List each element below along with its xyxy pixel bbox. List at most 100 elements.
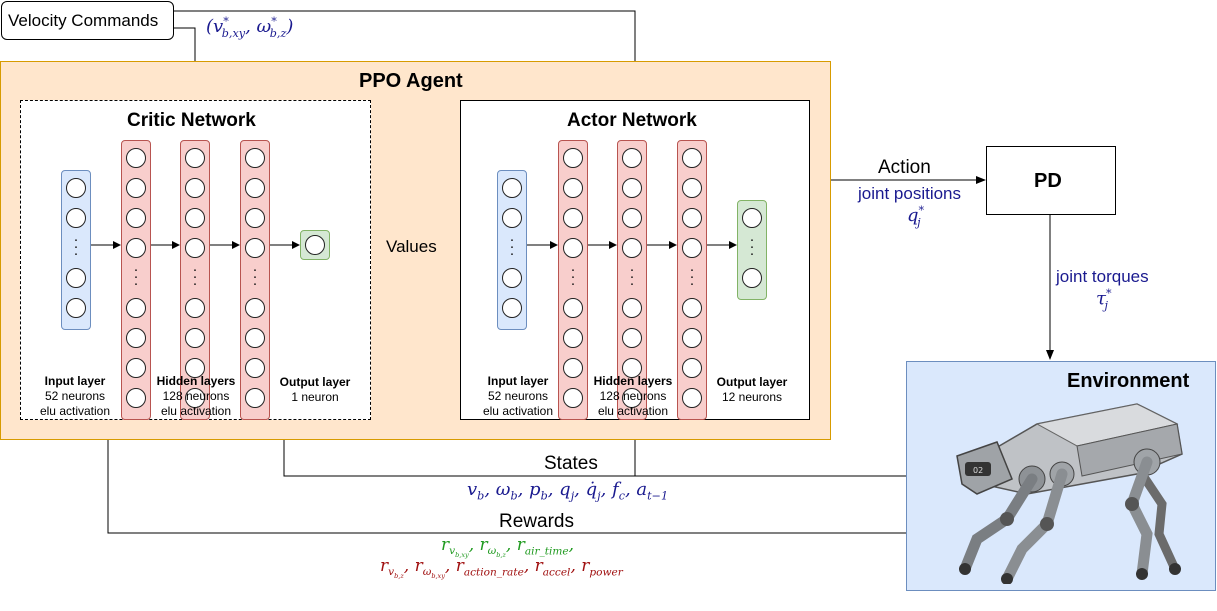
pd-label: PD [1034,170,1062,192]
actor-input-layer-label: Input layer 52 neurons elu activation [478,374,558,419]
critic-hidden3-neuron [245,388,265,408]
actor-input-neuron [502,268,522,288]
rewards-label: Rewards [499,511,574,532]
critic-hidden2-neuron [185,388,205,408]
actor-hidden1-neuron [563,358,583,378]
quadruped-robot-icon: 02 [956,403,1183,584]
actor-hidden3-neuron [682,178,702,198]
critic-input-neuron [66,208,86,228]
actor-layer-arrow [647,241,677,249]
actor-hidden1-neuron [563,328,583,348]
actor-hidden2-neuron [622,358,642,378]
actor-hidden3-neuron [682,148,702,168]
critic-hidden3-neuron [245,328,265,348]
critic-layer-arrow [151,241,180,249]
critic-hidden3-neuron [245,178,265,198]
critic-input-layer-label: Input layer 52 neurons elu activation [35,374,115,419]
critic-hidden3-neuron [245,208,265,228]
rewards-arrow [104,421,906,534]
critic-hidden1-neuron [126,238,146,258]
actor-input-neuron [502,178,522,198]
critic-hidden-layers-neurons: 128 neurons [162,389,230,403]
actor-input-neuron [502,208,522,228]
svg-text:02: 02 [973,466,983,475]
critic-input-neuron [66,178,86,198]
actor-hidden-layers-activation: elu activation [597,404,669,418]
environment-title: Environment [1067,370,1190,392]
actor-hidden1-neuron [563,298,583,318]
critic-hidden1-neuron [126,358,146,378]
rewards-negative-symbol: rvb,z, rωb,xy, raction_rate, raccel, rpo… [380,556,623,581]
critic-hidden2-neuron [185,178,205,198]
actor-output-ellipsis: ··· [749,231,755,262]
environment-box: Environment 02 [906,361,1216,591]
actor-hidden3-neuron [682,238,702,258]
torques-symbol: τ*j [1096,287,1112,312]
actor-hidden1-ellipsis: ··· [570,261,576,292]
torques-description: joint torques [1056,267,1149,286]
actor-hidden3-neuron [682,208,702,228]
actor-hidden-layers-neurons: 128 neurons [599,389,667,403]
critic-hidden2-neuron [185,238,205,258]
critic-input-layer-neurons: 52 neurons [44,389,106,403]
critic-hidden3-ellipsis: ··· [252,261,258,292]
actor-output-neuron [742,268,762,288]
critic-hidden2-neuron [185,148,205,168]
actor-hidden3-ellipsis: ··· [689,261,695,292]
actor-input-ellipsis: ··· [509,231,515,262]
actor-layer-arrow [707,241,737,249]
action-symbol: q*j [907,204,925,229]
critic-hidden2-neuron [185,208,205,228]
actor-output-layer-title: Output layer [716,375,788,389]
values-label: Values [386,237,437,256]
actor-hidden3-neuron [682,328,702,348]
critic-hidden-layers-activation: elu activation [160,404,232,418]
ppo-agent-title: PPO Agent [359,70,463,92]
critic-hidden3-neuron [245,298,265,318]
critic-layer-arrow [270,241,300,249]
critic-hidden1-neuron [126,208,146,228]
actor-hidden-layers-label: Hidden layers 128 neurons elu activation [583,374,683,419]
states-line [280,421,906,477]
critic-hidden1-ellipsis: ··· [133,261,139,292]
actor-hidden2-neuron [622,298,642,318]
actor-hidden2-ellipsis: ··· [629,261,635,292]
velocity-commands-box: Velocity Commands [1,1,174,40]
actor-output-neuron [742,208,762,228]
actor-hidden-layers-title: Hidden layers [593,374,673,388]
actor-hidden3-neuron [682,298,702,318]
action-description: joint positions [858,184,962,203]
actor-layer-arrow [527,241,558,249]
actor-hidden2-neuron [622,208,642,228]
actor-hidden3-neuron [682,388,702,408]
critic-hidden-layers-label: Hidden layers 128 neurons elu activation [146,374,246,419]
critic-network-title: Critic Network [127,110,256,131]
critic-input-layer-activation: elu activation [39,404,111,418]
actor-input-layer-neurons: 52 neurons [487,389,549,403]
actor-hidden1-neuron [563,148,583,168]
actor-hidden1-neuron [563,238,583,258]
velocity-commands-label: Velocity Commands [8,11,159,30]
actor-hidden1-neuron [563,178,583,198]
critic-hidden1-neuron [126,178,146,198]
actor-input-neuron [502,298,522,318]
states-label: States [544,453,598,474]
critic-input-neuron [66,298,86,318]
actor-hidden2-neuron [622,238,642,258]
velocity-commands-symbol: (v*b,xy, ω*b,z) [206,15,294,40]
critic-hidden-layers-title: Hidden layers [156,374,236,388]
critic-output-layer-neurons: 1 neuron [291,390,339,404]
actor-output-layer-label: Output layer 12 neurons [712,375,792,405]
critic-layer-arrow [91,241,121,249]
actor-layer-arrow [588,241,617,249]
critic-input-neuron [66,268,86,288]
actor-hidden2-neuron [622,148,642,168]
critic-layer-arrow [210,241,240,249]
pd-box: PD [986,146,1116,215]
critic-hidden2-neuron [185,328,205,348]
actor-hidden2-neuron [622,328,642,348]
actor-hidden3-neuron [682,358,702,378]
critic-hidden3-neuron [245,358,265,378]
critic-hidden1-neuron [126,298,146,318]
